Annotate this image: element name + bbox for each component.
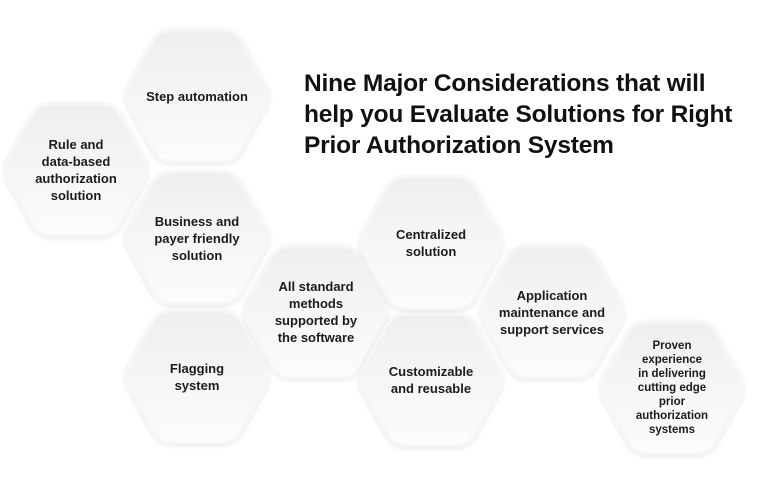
hexagon-label: Step automation <box>146 88 248 104</box>
hexagon-label: Flagging system <box>169 361 225 393</box>
hexagon-rule-data-based: Rule and data-based authorization soluti… <box>0 102 152 238</box>
hexagon-shape <box>358 312 504 448</box>
hexagon-shape <box>124 28 270 164</box>
hexagon-label: All standard methods supported by the so… <box>274 279 358 345</box>
hexagon-proven-experience: Proven experience in delivering cutting … <box>596 320 748 456</box>
hexagon-all-standard-methods: All standard methods supported by the so… <box>240 244 392 380</box>
hexagon-shape <box>3 102 149 238</box>
hexagon-shape <box>124 170 270 306</box>
hexagon-business-payer-friendly: Business and payer friendly solution <box>121 170 273 306</box>
hexagon-label: Application maintenance and support serv… <box>498 287 606 337</box>
hexagon-label: Customizable and reusable <box>388 364 474 396</box>
hexagon-shape <box>124 309 270 445</box>
hexagon-label: Centralized solution <box>395 227 467 259</box>
page-title: Nine Major Considerations that will help… <box>304 70 733 159</box>
hexagon-flagging-system: Flagging system <box>121 309 273 445</box>
hexagon-shape <box>479 244 625 380</box>
hexagon-step-automation: Step automation <box>121 28 273 164</box>
hexagon-label: Rule and data-based authorization soluti… <box>35 137 117 203</box>
hexagon-shape <box>243 244 389 380</box>
hexagon-label: Proven experience in delivering cutting … <box>635 340 709 436</box>
hexagon-centralized-solution: Centralized solution <box>355 175 507 311</box>
hexagon-label: Business and payer friendly solution <box>154 213 240 263</box>
hexagon-customizable-reusable: Customizable and reusable <box>355 312 507 448</box>
hexagon-shape <box>599 320 745 456</box>
hexagon-application-maintenance: Application maintenance and support serv… <box>476 244 628 380</box>
hexagon-shape <box>358 175 504 311</box>
